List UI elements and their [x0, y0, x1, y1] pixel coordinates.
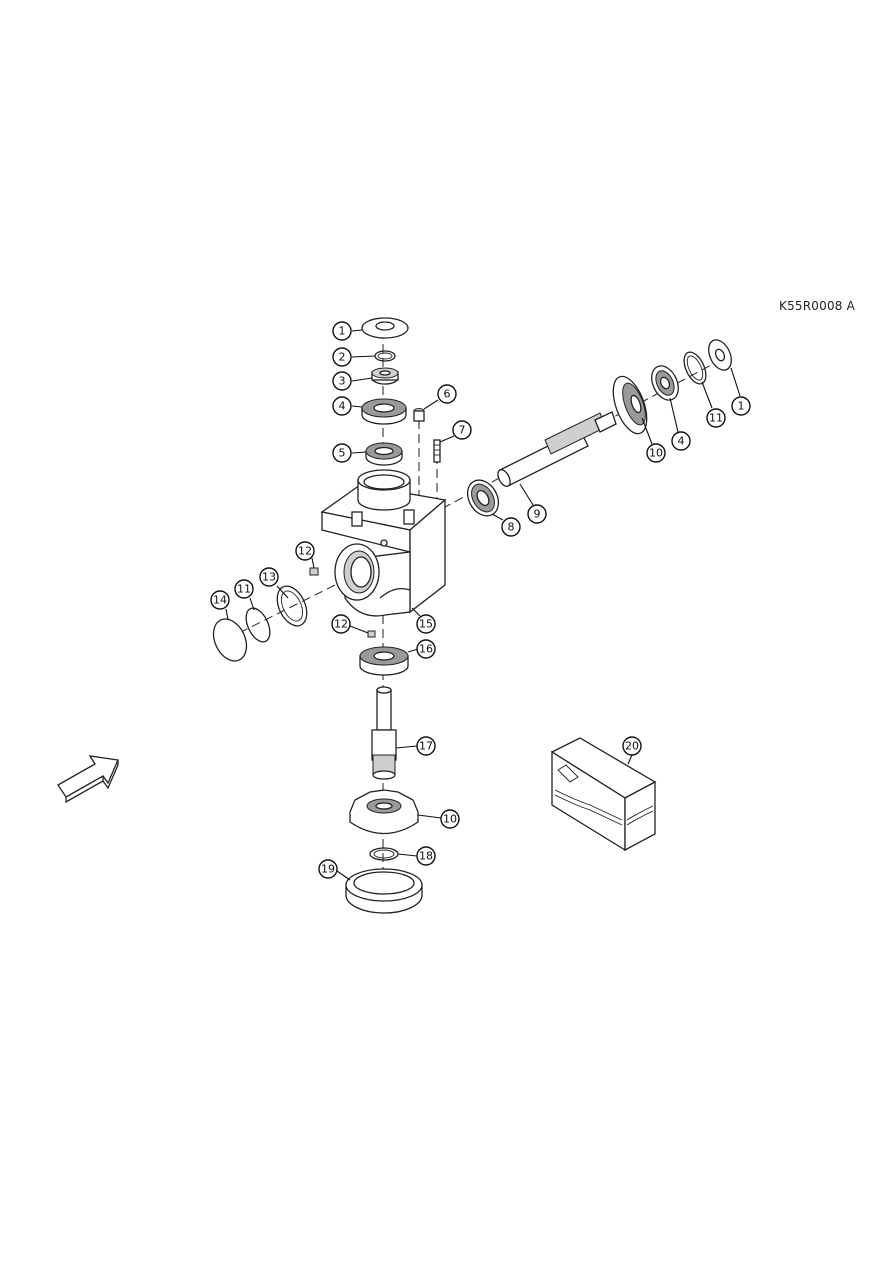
callout: 1 — [731, 396, 751, 416]
leader-lines — [225, 329, 741, 881]
nut-top — [371, 367, 399, 385]
callout-number: 11 — [709, 412, 723, 425]
callout: 20 — [622, 736, 642, 756]
bevel-gear-shaft — [612, 375, 648, 435]
callout-number: 19 — [321, 863, 335, 876]
callout-number: 12 — [298, 545, 312, 558]
callout: 4 — [332, 396, 352, 416]
callout-number: 18 — [419, 850, 433, 863]
snap-ring-top — [374, 350, 396, 362]
screw-6 — [413, 408, 425, 422]
callout: 17 — [416, 736, 436, 756]
callout-number: 17 — [419, 740, 433, 753]
callout: 11 — [234, 579, 254, 599]
washer-right — [708, 339, 732, 371]
callout: 6 — [437, 384, 457, 404]
callout-number: 15 — [419, 618, 433, 631]
bearing-bottom — [359, 646, 409, 676]
callout: 18 — [416, 846, 436, 866]
gasket-kit-box — [550, 737, 657, 852]
callout-number: 3 — [339, 375, 346, 388]
bevel-gear-bottom — [349, 789, 419, 835]
callout: 1 — [332, 321, 352, 341]
callout: 9 — [527, 504, 547, 524]
callout: 12 — [331, 614, 351, 634]
callout-number: 8 — [508, 521, 515, 534]
callout: 2 — [332, 347, 352, 367]
direction-arrow — [57, 755, 119, 804]
diagram-reference-code: K55R0008 A — [779, 299, 856, 313]
seal-side — [276, 585, 308, 627]
callout: 10 — [440, 809, 460, 829]
snap-ring-left — [245, 607, 271, 643]
gearbox-housing — [320, 469, 447, 617]
callout: 13 — [259, 567, 279, 587]
callout: 5 — [332, 443, 352, 463]
callout: 12 — [295, 541, 315, 561]
callout-number: 16 — [419, 643, 433, 656]
callout-number: 13 — [262, 571, 276, 584]
callout-number: 5 — [339, 447, 346, 460]
callout: 19 — [318, 859, 338, 879]
bearing-top — [361, 398, 407, 425]
washer-top — [361, 317, 409, 339]
callout-number: 11 — [237, 583, 251, 596]
callout-number: 2 — [339, 351, 346, 364]
callout: 16 — [416, 639, 436, 659]
seal-bottom — [345, 868, 423, 914]
bearing-right — [651, 365, 679, 401]
callout-number: 12 — [334, 618, 348, 631]
callout: 15 — [416, 614, 436, 634]
plug-upper — [309, 567, 319, 576]
callout-number: 4 — [678, 435, 685, 448]
callout-number: 20 — [625, 740, 639, 753]
stud-7 — [433, 439, 441, 463]
cover-disc — [212, 618, 248, 662]
callout: 10 — [646, 443, 666, 463]
callout: 8 — [501, 517, 521, 537]
callout: 14 — [210, 590, 230, 610]
callout-number: 7 — [459, 424, 466, 437]
callout: 7 — [452, 420, 472, 440]
callout-number: 4 — [339, 400, 346, 413]
callout: 11 — [706, 408, 726, 428]
plug-lower — [367, 630, 376, 638]
callout-number: 9 — [534, 508, 541, 521]
callout-number: 10 — [443, 813, 457, 826]
snap-ring-bottom — [369, 847, 399, 861]
output-shaft — [371, 686, 397, 780]
callout: 4 — [671, 431, 691, 451]
bearing-second — [365, 442, 403, 466]
bearing-shaft — [466, 479, 500, 517]
callout-number: 6 — [444, 388, 451, 401]
callout-number: 10 — [649, 447, 663, 460]
callout-number: 14 — [213, 594, 227, 607]
callout-number: 1 — [339, 325, 346, 338]
input-shaft — [497, 411, 617, 487]
callout-number: 1 — [738, 400, 745, 413]
callout: 3 — [332, 371, 352, 391]
